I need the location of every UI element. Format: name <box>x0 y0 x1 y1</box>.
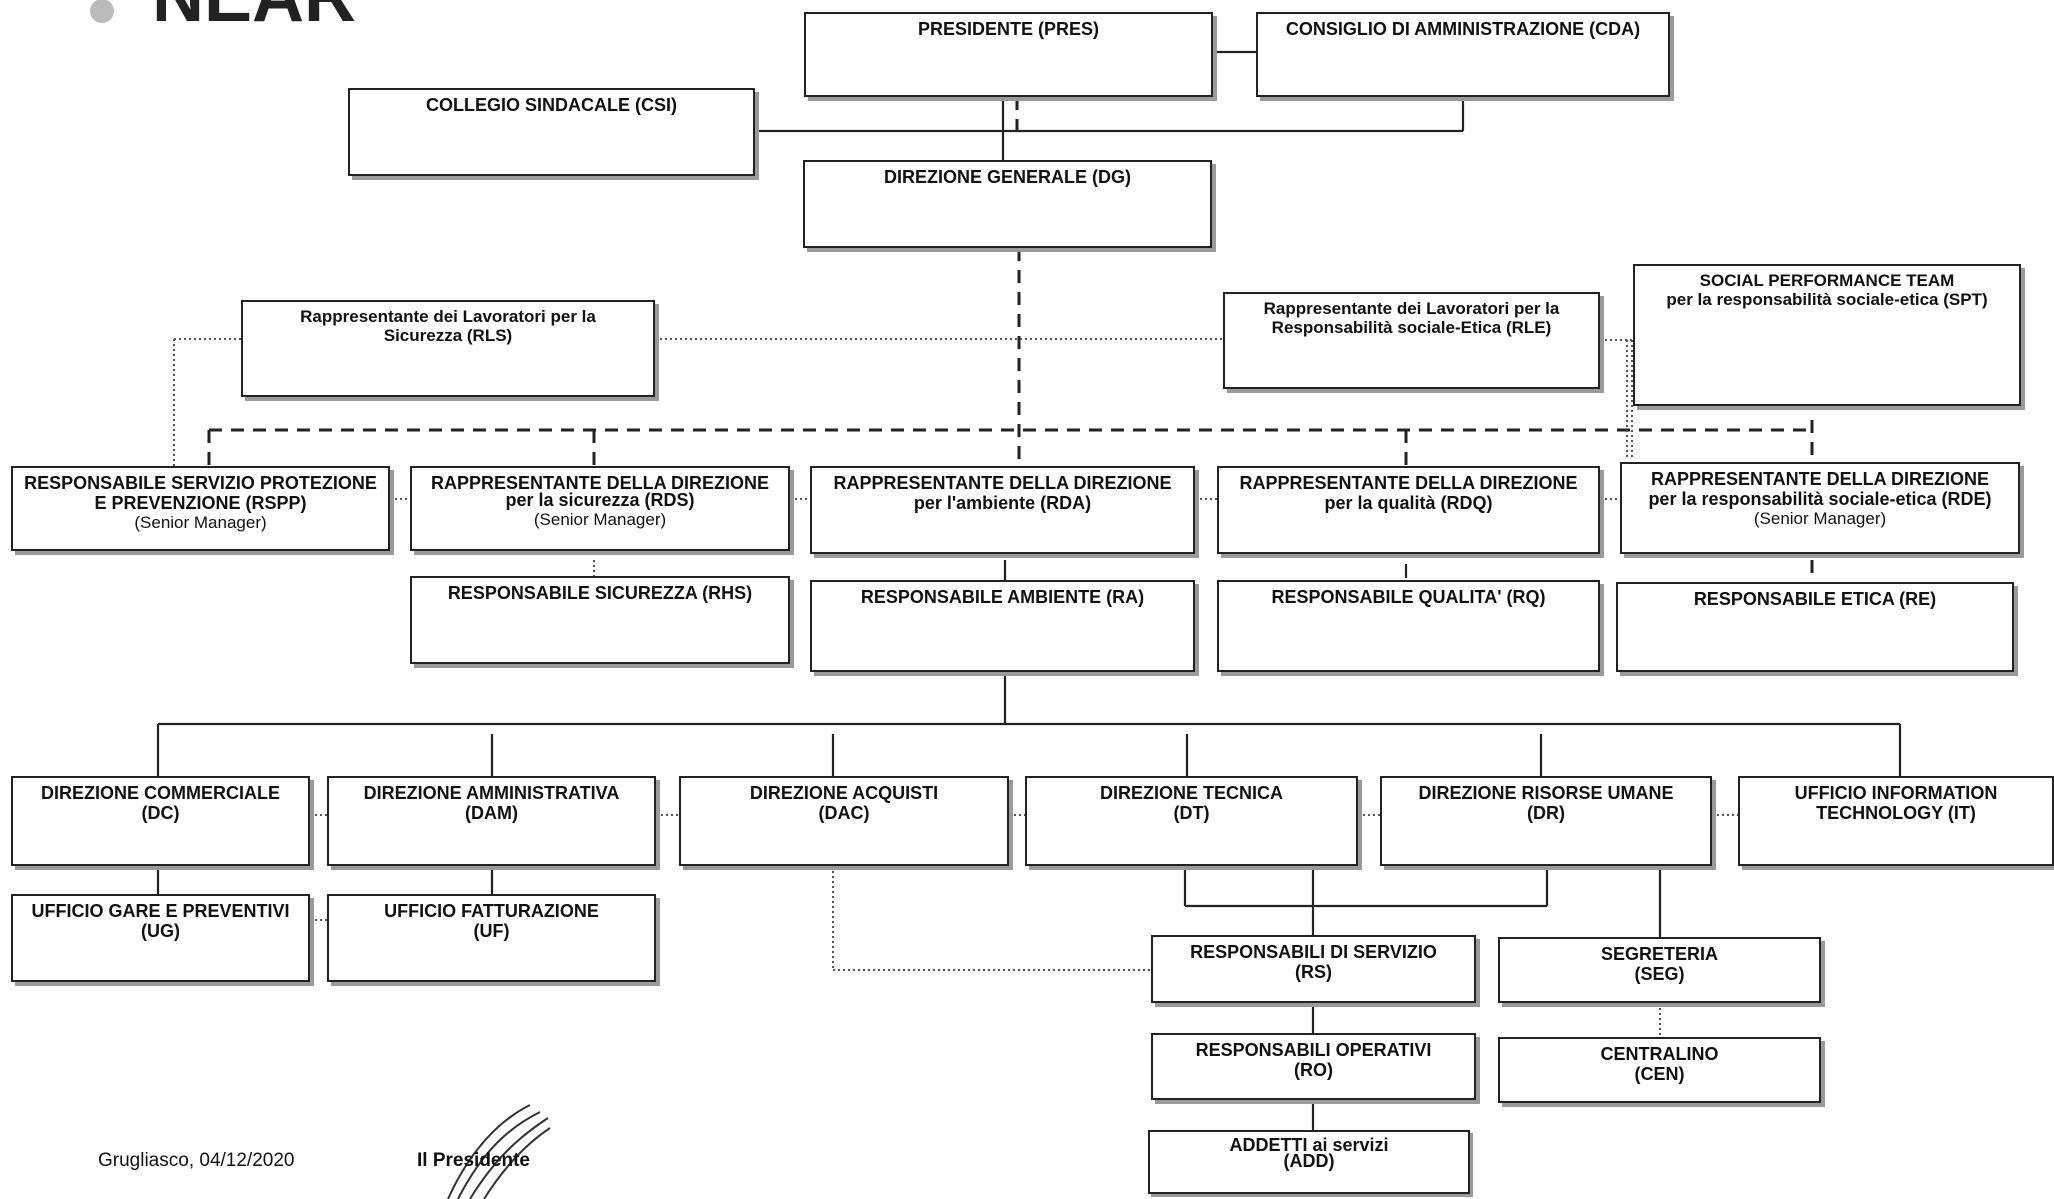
box-title-line1: RESPONSABILE SERVIZIO PROTEZIONE <box>24 473 377 493</box>
box-title: RESPONSABILE ETICA (RE) <box>1693 589 1937 609</box>
org-box-dc: DIREZIONE COMMERCIALE (DC) <box>11 776 310 866</box>
box-title-line2: (DT) <box>1173 803 1210 824</box>
box-title-line1: UFFICIO INFORMATION <box>1794 783 1998 803</box>
box-title-line2: E PREVENZIONE (RSPP) <box>94 493 307 514</box>
box-title-line1: UFFICIO FATTURAZIONE <box>384 901 599 921</box>
svg-text:NEAR: NEAR <box>152 0 356 26</box>
box-title: DIREZIONE GENERALE (DG) <box>883 167 1131 187</box>
box-subtitle: (Senior Manager) <box>1753 509 1887 529</box>
box-title-line1: DIREZIONE TECNICA <box>1099 783 1283 803</box>
org-box-uf: UFFICIO FATTURAZIONE (UF) <box>327 894 656 982</box>
org-box-dr: DIREZIONE RISORSE UMANE (DR) <box>1380 776 1712 866</box>
box-title-line1: RESPONSABILI DI SERVIZIO <box>1190 942 1437 962</box>
box-title-line2: (DAM) <box>465 803 518 824</box>
org-box-rde: RAPPRESENTANTE DELLA DIREZIONE per la re… <box>1620 462 2020 554</box>
box-subtitle: (Senior Manager) <box>134 513 267 533</box>
box-title-line1: RESPONSABILI OPERATIVI <box>1195 1040 1432 1060</box>
org-box-rspp: RESPONSABILE SERVIZIO PROTEZIONE E PREVE… <box>11 466 390 551</box>
box-title-line1: Rappresentante dei Lavoratori per la <box>1263 299 1560 318</box>
box-title-line2: (DAC) <box>818 803 870 824</box>
company-logo: NEAR <box>82 0 382 37</box>
org-box-dam: DIREZIONE AMMINISTRATIVA (DAM) <box>327 776 656 866</box>
org-box-rhs: RESPONSABILE SICUREZZA (RHS) <box>410 576 790 664</box>
box-title: RESPONSABILE SICUREZZA (RHS) <box>447 583 753 603</box>
box-title-line2: per la responsabilità sociale-etica (SPT… <box>1666 290 1988 310</box>
place-date: Grugliasco, 04/12/2020 <box>98 1150 295 1171</box>
org-box-dt: DIREZIONE TECNICA (DT) <box>1025 776 1358 866</box>
box-title-line2: TECHNOLOGY (IT) <box>1816 803 1976 824</box>
org-box-rq: RESPONSABILE QUALITA' (RQ) <box>1217 580 1600 672</box>
box-title-line1: UFFICIO GARE E PREVENTIVI <box>31 901 290 921</box>
org-box-dg: DIREZIONE GENERALE (DG) <box>803 160 1212 248</box>
box-title-line1: RAPPRESENTANTE DELLA DIREZIONE <box>1650 469 1990 489</box>
box-title-line2: per l'ambiente (RDA) <box>913 493 1092 514</box>
org-box-rdq: RAPPRESENTANTE DELLA DIREZIONE per la qu… <box>1217 466 1600 554</box>
org-box-pres: PRESIDENTE (PRES) <box>804 12 1213 97</box>
box-title-line1: ADDETTI ai servizi <box>1229 1135 1389 1155</box>
box-title-line2: (CEN) <box>1634 1064 1685 1085</box>
box-title-line2: (DR) <box>1527 803 1565 824</box>
org-box-rls: Rappresentante dei Lavoratori per la Sic… <box>241 300 655 397</box>
org-box-add: ADDETTI ai servizi (ADD) <box>1148 1130 1470 1194</box>
box-title-line1: RAPPRESENTANTE DELLA DIREZIONE <box>430 473 770 493</box>
org-box-cda: CONSIGLIO DI AMMINISTRAZIONE (CDA) <box>1256 12 1670 97</box>
box-title-line1: SEGRETERIA <box>1600 944 1719 964</box>
box-title-line1: DIREZIONE RISORSE UMANE <box>1418 783 1674 803</box>
org-box-rle: Rappresentante dei Lavoratori per la Res… <box>1223 292 1600 389</box>
box-title-line1: SOCIAL PERFORMANCE TEAM <box>1699 271 1955 290</box>
box-title: COLLEGIO SINDACALE (CSI) <box>426 95 677 115</box>
box-title-line2: per la responsabilità sociale-etica (RDE… <box>1648 489 1992 510</box>
org-box-ra: RESPONSABILE AMBIENTE (RA) <box>810 580 1195 672</box>
box-subtitle: (Senior Manager) <box>533 510 667 530</box>
org-box-csi: COLLEGIO SINDACALE (CSI) <box>348 88 755 176</box>
org-box-cen: CENTRALINO (CEN) <box>1498 1037 1821 1103</box>
box-title-line1: RAPPRESENTANTE DELLA DIREZIONE <box>833 473 1172 493</box>
box-title-line2: (UG) <box>141 921 180 942</box>
org-box-seg: SEGRETERIA (SEG) <box>1498 937 1821 1003</box>
org-box-re: RESPONSABILE ETICA (RE) <box>1616 582 2014 672</box>
box-title-line2: per la qualità (RDQ) <box>1324 493 1493 514</box>
org-box-spt: SOCIAL PERFORMANCE TEAM per la responsab… <box>1633 264 2021 406</box>
box-title-line2: Sicurezza (RLS) <box>383 326 513 346</box>
org-box-ug: UFFICIO GARE E PREVENTIVI (UG) <box>11 894 310 982</box>
org-box-ro: RESPONSABILI OPERATIVI (RO) <box>1151 1033 1476 1100</box>
box-title-line2: (RS) <box>1295 962 1332 983</box>
box-title: RESPONSABILE AMBIENTE (RA) <box>860 587 1145 607</box>
org-box-rda: RAPPRESENTANTE DELLA DIREZIONE per l'amb… <box>810 466 1195 554</box>
box-title-line1: DIREZIONE AMMINISTRATIVA <box>363 783 620 803</box>
box-title-line2: (ADD) <box>1283 1151 1335 1172</box>
org-box-dac: DIREZIONE ACQUISTI (DAC) <box>679 776 1009 866</box>
org-box-it: UFFICIO INFORMATION TECHNOLOGY (IT) <box>1738 776 2054 866</box>
org-box-rs: RESPONSABILI DI SERVIZIO (RS) <box>1151 935 1476 1003</box>
box-title-line2: (RO) <box>1294 1060 1333 1081</box>
signature-scribble <box>447 1104 551 1199</box>
box-title-line1: DIREZIONE ACQUISTI <box>749 783 939 803</box>
box-title: RESPONSABILE QUALITA' (RQ) <box>1271 587 1546 607</box>
box-title-line2: (SEG) <box>1634 964 1685 985</box>
box-title-line2: (UF) <box>473 921 510 942</box>
box-title-line1: DIREZIONE COMMERCIALE <box>40 783 280 803</box>
box-title-line1: RAPPRESENTANTE DELLA DIREZIONE <box>1239 473 1578 493</box>
box-title: PRESIDENTE (PRES) <box>917 19 1100 39</box>
org-box-rds: RAPPRESENTANTE DELLA DIREZIONE per la si… <box>410 466 790 551</box>
box-title-line2: per la sicurezza (RDS) <box>505 490 695 511</box>
signature-label: Il Presidente <box>417 1150 530 1171</box>
box-title-line1: Rappresentante dei Lavoratori per la <box>300 307 596 326</box>
box-title-line1: CENTRALINO <box>1600 1044 1719 1064</box>
box-title-line2: Responsabilità sociale-Etica (RLE) <box>1271 318 1552 338</box>
box-title: CONSIGLIO DI AMMINISTRAZIONE (CDA) <box>1285 19 1641 39</box>
box-title-line2: (DC) <box>141 803 180 824</box>
